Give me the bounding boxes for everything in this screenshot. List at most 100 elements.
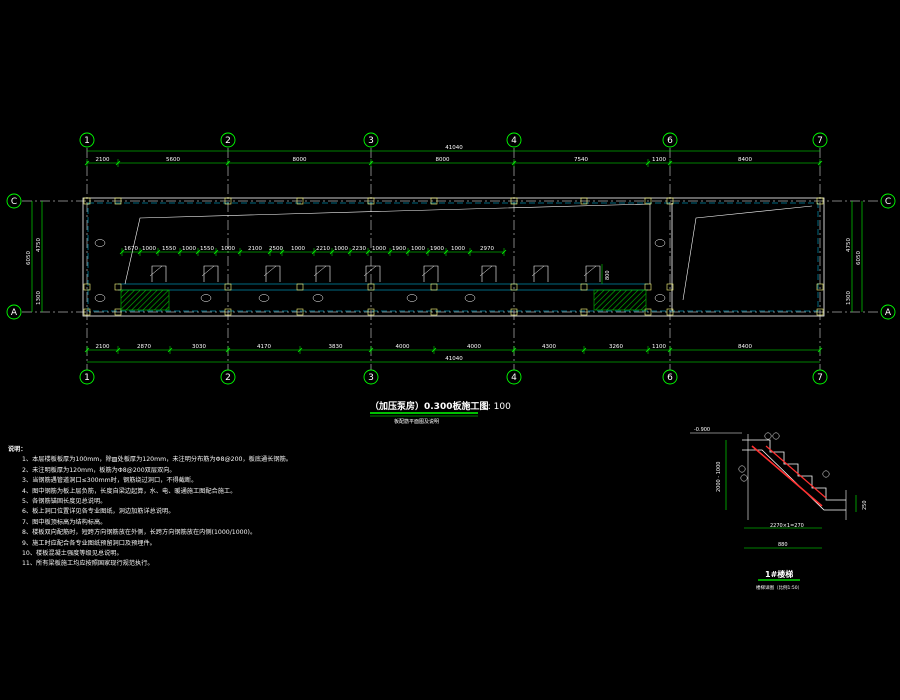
dim-value: 3260 [609,344,623,350]
dim-value: 1000 [451,246,465,252]
column [83,308,91,316]
dim-value: 3030 [192,344,206,350]
rebar-leader [201,265,215,277]
dim-value: 5600 [166,157,180,163]
note-line: 2、未注明板厚为120mm，板筋为Φ8@200双层双向。 [22,466,176,474]
axis-bubble-top: 6 [667,136,673,146]
rebar-leader [479,265,493,277]
dim-value: 4000 [467,344,481,350]
dim-value: 2230 [352,246,366,252]
column [510,308,518,316]
axis-bubble-right: A [885,308,892,318]
column [296,308,304,316]
rebar-leader [583,265,597,277]
dim-value: 1000 [372,246,386,252]
axis-bubble-right-circle [880,304,896,320]
stair-title: 1#楼梯 [765,569,793,579]
rebar-symbol [423,265,439,282]
column [816,283,824,291]
rebar-leader [531,265,545,277]
axis-bubble-top: 1 [84,136,90,146]
stair-bottom-dim-1: 2270×1=270 [770,523,804,529]
column [666,308,674,316]
notes-heading: 说明： [8,446,27,453]
note-line: 4、图中钢筋为板上层负筋，长度自梁边起算，水、电、暖通施工图配合施工。 [22,487,237,495]
column [367,283,375,291]
stair-reinforcement [751,445,823,507]
dim-value: 2100 [96,344,110,350]
dim-value: 8000 [293,157,307,163]
dim-value: 1550 [200,246,214,252]
stair-callout-circle [822,470,830,478]
dim-value: 1100 [652,344,666,350]
stair-callout-circle [764,432,772,440]
rebar-symbol [585,265,601,282]
axis-bubble-top: 2 [225,136,231,146]
dim-value: 7540 [574,157,588,163]
total-dim-bottom: 41040 [445,356,463,362]
slab-tag [94,239,106,247]
slab-tag [94,294,106,302]
axis-bubble-left: A [11,308,18,318]
dim-value: 1000 [221,246,235,252]
thick-slab-hatch [593,289,647,311]
axis-bubble-bottom: 3 [368,373,374,383]
rebar-leader [363,265,377,277]
dim-value: 1000 [291,246,305,252]
axis-bubble-bottom: 6 [667,373,673,383]
column [430,308,438,316]
slab-tag [406,294,418,302]
dim-value: 8400 [738,157,752,163]
column [83,283,91,291]
slab-edge [124,203,651,285]
dim-value: 8400 [738,344,752,350]
rebar-leader [421,265,435,277]
column [510,197,518,205]
axis-bubble-right: C [885,197,891,207]
dim-value-vertical: 4750 [36,238,42,252]
slab-tag [312,294,324,302]
column [644,283,652,291]
axis-bubble-top-circle [506,132,522,148]
column [224,308,232,316]
notes-list: 1、本层楼板板厚为100mm，除▨处板厚为120mm，未注明分布筋为Φ8@200… [8,455,338,569]
column [114,283,122,291]
beam-line [87,202,819,312]
dim-value: 2100 [248,246,262,252]
rebar-leader [263,265,277,277]
dim-value: 2210 [316,246,330,252]
stair-callout-circle [738,465,746,473]
stair-slab [742,449,846,511]
column [296,283,304,291]
column [224,197,232,205]
column [367,197,375,205]
dim-value: 1900 [392,246,406,252]
note-line: 8、楼板双向配筋时，短跨方向钢筋放在外侧，长跨方向钢筋放在内侧(1000/100… [22,529,257,537]
column [367,308,375,316]
axis-bubble-bottom: 4 [511,373,517,383]
axis-bubble-top: 7 [817,136,823,146]
dim-value: 3830 [329,344,343,350]
dim-value: 2500 [269,246,283,252]
dim-value-vertical: 1300 [36,291,42,305]
stair-bottom-dim-2: 880 [778,542,788,548]
rebar-symbol [203,265,219,282]
rebar-symbol [365,265,381,282]
column [816,308,824,316]
plan-subtitle: 板配筋平面图及说明 [394,418,439,425]
axis-bubble-bottom-circle [662,369,678,385]
building-outline [82,197,825,317]
dim-value-vertical: 4750 [846,238,852,252]
axis-bubble-bottom: 2 [225,373,231,383]
dim-value: 1550 [162,246,176,252]
dim-value: 4300 [542,344,556,350]
slab-tag [654,239,666,247]
axis-bubble-top-circle [812,132,828,148]
column [644,308,652,316]
slab-tag [654,294,666,302]
note-line: 11、所有梁板施工均应按照国家现行规范执行。 [22,560,154,568]
column [114,197,122,205]
note-line: 10、楼板混凝土强度等级见总说明。 [22,550,123,558]
stair-reinforcement-2 [765,445,827,499]
dim-value: 2970 [480,246,494,252]
